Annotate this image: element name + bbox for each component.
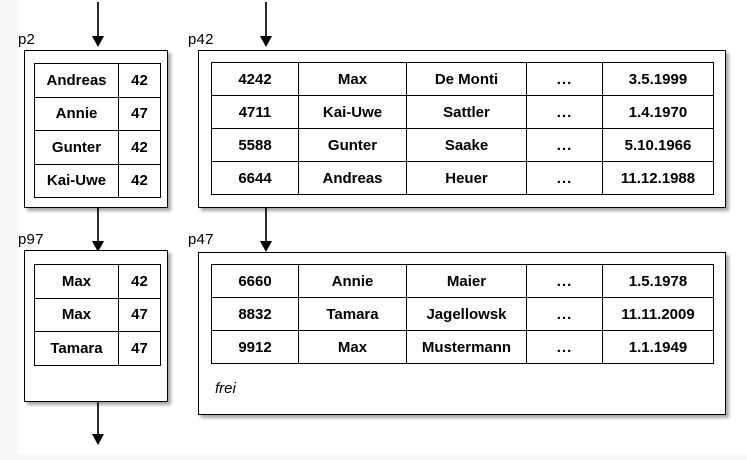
page-block-p42[interactable]: 4242 Max De Monti ... 3.5.1999 4711 Kai-… — [198, 50, 726, 208]
cell-more: ... — [526, 128, 603, 162]
table-row: Andreas 42 — [34, 63, 161, 98]
cell-lastname: De Monti — [406, 62, 527, 96]
cell-firstname: Max — [298, 330, 407, 364]
cell-more: ... — [526, 264, 603, 298]
cell-value: 47 — [118, 96, 161, 131]
page-block-p97[interactable]: Max 42 Max 47 Tamara 47 — [24, 250, 168, 402]
cell-value: 42 — [118, 163, 161, 198]
table-row: Max 42 — [34, 264, 161, 299]
cell-firstname: Gunter — [298, 128, 407, 162]
cell-id: 6644 — [211, 161, 299, 195]
table-row: 9912 Max Mustermann ... 1.1.1949 — [211, 330, 714, 364]
page-label-p97: p97 — [18, 231, 44, 248]
cell-lastname: Heuer — [406, 161, 527, 195]
cell-name: Kai-Uwe — [34, 163, 119, 198]
cell-name: Gunter — [34, 130, 119, 165]
data-table-p42: 4242 Max De Monti ... 3.5.1999 4711 Kai-… — [211, 62, 714, 195]
table-row: 4242 Max De Monti ... 3.5.1999 — [211, 62, 714, 96]
cell-lastname: Jagellowsk — [406, 297, 527, 331]
page-margin-left — [0, 0, 18, 460]
table-row: 6644 Andreas Heuer ... 11.12.1988 — [211, 161, 714, 195]
cell-id: 8832 — [211, 297, 299, 331]
cell-value: 42 — [118, 264, 161, 299]
cell-more: ... — [526, 330, 603, 364]
table-row: Tamara 47 — [34, 331, 161, 366]
cell-date: 11.12.1988 — [602, 161, 714, 195]
cell-id: 6660 — [211, 264, 299, 298]
cell-firstname: Andreas — [298, 161, 407, 195]
page-label-p42: p42 — [188, 31, 214, 48]
table-row: 6660 Annie Maier ... 1.5.1978 — [211, 264, 714, 298]
page-margin-bottom — [0, 454, 747, 460]
table-row: Kai-Uwe 42 — [34, 163, 161, 198]
cell-value: 47 — [118, 297, 161, 332]
cell-more: ... — [526, 161, 603, 195]
table-row: 5588 Gunter Saake ... 5.10.1966 — [211, 128, 714, 162]
cell-firstname: Kai-Uwe — [298, 95, 407, 129]
table-row: Max 47 — [34, 297, 161, 332]
table-row: 4711 Kai-Uwe Sattler ... 1.4.1970 — [211, 95, 714, 129]
table-row: 8832 Tamara Jagellowsk ... 11.11.2009 — [211, 297, 714, 331]
page-label-p2: p2 — [18, 31, 36, 48]
data-table-p47: 6660 Annie Maier ... 1.5.1978 8832 Tamar… — [211, 264, 714, 364]
cell-name: Annie — [34, 96, 119, 131]
cell-more: ... — [526, 62, 603, 96]
cell-lastname: Saake — [406, 128, 527, 162]
cell-id: 5588 — [211, 128, 299, 162]
page-label-p47: p47 — [188, 231, 214, 248]
index-table-p97: Max 42 Max 47 Tamara 47 — [34, 264, 161, 366]
cell-date: 1.1.1949 — [602, 330, 714, 364]
cell-date: 3.5.1999 — [602, 62, 714, 96]
cell-value: 42 — [118, 63, 161, 98]
cell-more: ... — [526, 297, 603, 331]
page-block-p47[interactable]: 6660 Annie Maier ... 1.5.1978 8832 Tamar… — [198, 252, 726, 415]
table-row: Gunter 42 — [34, 130, 161, 165]
cell-lastname: Mustermann — [406, 330, 527, 364]
cell-date: 1.5.1978 — [602, 264, 714, 298]
cell-lastname: Maier — [406, 264, 527, 298]
cell-date: 11.11.2009 — [602, 297, 714, 331]
cell-name: Max — [34, 297, 119, 332]
free-space-label: frei — [215, 380, 236, 397]
cell-lastname: Sattler — [406, 95, 527, 129]
cell-name: Andreas — [34, 63, 119, 98]
cell-firstname: Tamara — [298, 297, 407, 331]
page-block-p2[interactable]: Andreas 42 Annie 47 Gunter 42 Kai-Uwe 42 — [24, 50, 168, 208]
index-table-p2: Andreas 42 Annie 47 Gunter 42 Kai-Uwe 42 — [34, 63, 161, 198]
cell-value: 47 — [118, 331, 161, 366]
cell-firstname: Annie — [298, 264, 407, 298]
cell-date: 1.4.1970 — [602, 95, 714, 129]
cell-more: ... — [526, 95, 603, 129]
cell-date: 5.10.1966 — [602, 128, 714, 162]
cell-firstname: Max — [298, 62, 407, 96]
cell-value: 42 — [118, 130, 161, 165]
cell-name: Max — [34, 264, 119, 299]
cell-id: 4242 — [211, 62, 299, 96]
cell-id: 9912 — [211, 330, 299, 364]
cell-name: Tamara — [34, 331, 119, 366]
cell-id: 4711 — [211, 95, 299, 129]
table-row: Annie 47 — [34, 96, 161, 131]
